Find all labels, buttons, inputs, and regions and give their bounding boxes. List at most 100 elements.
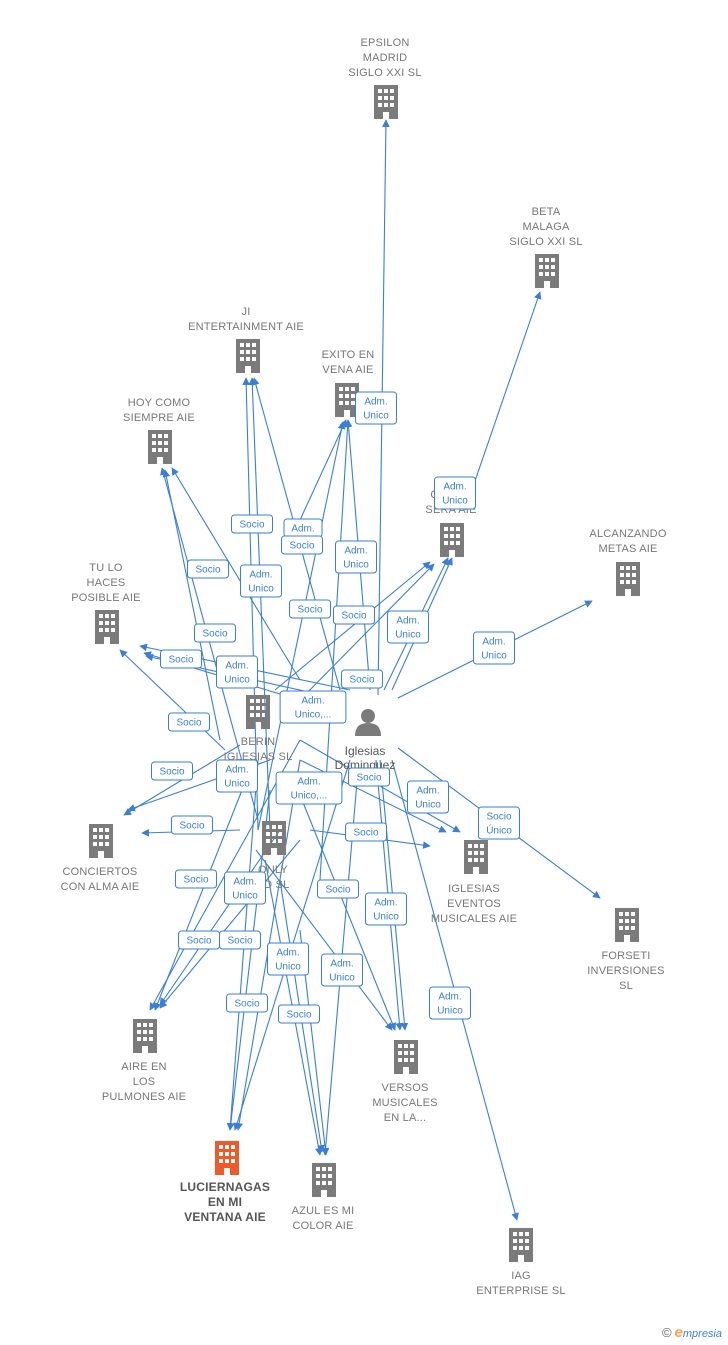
building-icon xyxy=(262,821,286,855)
company-label: AIRE EN xyxy=(121,1061,166,1073)
relation-label-19[interactable]: Adm.Unico xyxy=(216,759,258,793)
company-label: HOY COMO xyxy=(128,397,191,409)
relation-label-21[interactable]: Socio xyxy=(348,767,390,787)
company-label: ALCANZANDO xyxy=(589,528,666,540)
company-label: CON ALMA AIE xyxy=(61,881,140,893)
relation-edge-15 xyxy=(274,561,431,691)
relation-label-26[interactable]: Socio xyxy=(345,822,387,842)
relation-label-35[interactable]: Socio xyxy=(226,993,268,1013)
relation-label-text: Socio xyxy=(202,629,227,640)
company-label: CONCIERTOS xyxy=(63,866,138,878)
relation-label-11[interactable]: Adm.Unico xyxy=(387,610,429,644)
building-icon xyxy=(440,523,464,557)
relation-label-5[interactable]: Socio xyxy=(187,559,229,579)
company-label: SIGLO XXI SL xyxy=(348,67,421,79)
relation-edge-3 xyxy=(242,377,259,831)
building-icon xyxy=(374,85,398,119)
relation-label-9[interactable]: Socio xyxy=(289,599,331,619)
company-label: EXITO EN xyxy=(322,349,375,361)
relation-label-text: Adm. xyxy=(438,992,461,1003)
company-label: COLOR AIE xyxy=(292,1220,353,1232)
company-label: VERSOS xyxy=(381,1082,428,1094)
relation-label-16[interactable]: Socio xyxy=(341,669,383,689)
relation-label-33[interactable]: Socio xyxy=(219,930,261,950)
relation-label-text: Socio xyxy=(176,718,201,729)
relation-label-17[interactable]: Adm.Unico,... xyxy=(279,690,347,724)
relation-label-box xyxy=(187,559,229,579)
relation-edge-12 xyxy=(162,469,221,741)
company-label: EN MI xyxy=(208,1195,242,1209)
relation-label-text: Unico xyxy=(363,411,389,422)
relation-label-text: Adm. xyxy=(291,524,314,535)
relation-label-text: Socio xyxy=(195,565,220,576)
relation-label-6[interactable]: Adm.Unico xyxy=(240,564,282,598)
relation-label-18[interactable]: Socio xyxy=(168,712,210,732)
building-icon xyxy=(246,695,270,729)
relation-label-box xyxy=(224,871,266,905)
relation-label-27[interactable]: Adm.Unico xyxy=(224,871,266,905)
footer-brand: ©empresia xyxy=(662,1324,722,1341)
brand-logo-initial: e xyxy=(674,1324,683,1341)
relation-label-2[interactable]: Adm.Unico xyxy=(434,476,476,510)
relation-label-4[interactable]: Adm. xyxy=(283,518,323,538)
relation-label-22[interactable]: Adm.Unico xyxy=(407,780,449,814)
relation-label-14[interactable]: Socio xyxy=(160,649,202,669)
relation-label-box xyxy=(355,391,397,425)
relation-label-28[interactable]: Socio xyxy=(175,869,217,889)
relation-label-31[interactable]: Socio xyxy=(178,930,220,950)
relation-label-20[interactable]: Adm.Unico,... xyxy=(275,771,343,805)
relation-label-32[interactable]: Adm.Unico xyxy=(267,942,309,976)
relation-label-7[interactable]: Socio xyxy=(281,535,323,555)
relation-label-25[interactable]: Socio xyxy=(171,815,213,835)
relation-label-text: Adm. xyxy=(276,948,299,959)
relation-label-box xyxy=(407,780,449,814)
relation-label-12[interactable]: Adm.Unico xyxy=(473,631,515,665)
company-label: POSIBLE AIE xyxy=(71,592,140,604)
relation-label-text: Unico xyxy=(442,496,468,507)
relation-label-10[interactable]: Socio xyxy=(333,605,375,625)
relation-label-text: Socio xyxy=(297,605,322,616)
relation-label-13[interactable]: Socio xyxy=(194,623,236,643)
company-node-conciertos[interactable]: CONCIERTOS CON ALMA AIE xyxy=(61,824,140,893)
copyright-icon: © xyxy=(661,1325,672,1340)
relation-label-37[interactable]: Adm.Unico xyxy=(429,986,471,1020)
relation-label-text: Adm. xyxy=(374,898,397,909)
relation-label-text: Socio xyxy=(353,828,378,839)
relation-label-box xyxy=(345,822,387,842)
relation-label-text: Único xyxy=(486,824,512,837)
relation-label-text: Adm. xyxy=(301,696,324,707)
relation-label-text: Adm. xyxy=(225,661,248,672)
relation-label-text: Socio xyxy=(349,675,374,686)
relation-edge-11 xyxy=(171,467,301,681)
relation-label-29[interactable]: Adm.Unico xyxy=(365,892,407,926)
relation-label-text: Unico xyxy=(248,584,274,595)
relation-label-3[interactable]: Socio xyxy=(231,514,273,534)
relation-label-30[interactable]: Socio xyxy=(317,879,359,899)
relation-edge-32 xyxy=(159,839,301,1009)
relation-label-36[interactable]: Socio xyxy=(278,1004,320,1024)
building-icon xyxy=(95,610,119,644)
building-icon xyxy=(148,430,172,464)
relation-label-1[interactable]: Adm.Unico xyxy=(355,391,397,425)
relation-label-15[interactable]: Adm.Unico xyxy=(216,655,258,689)
relation-label-34[interactable]: Adm.Unico xyxy=(321,953,363,987)
relation-label-8[interactable]: Adm.Unico xyxy=(335,540,377,574)
relation-label-24[interactable]: Socio xyxy=(151,761,193,781)
relation-label-text: Socio xyxy=(186,936,211,947)
